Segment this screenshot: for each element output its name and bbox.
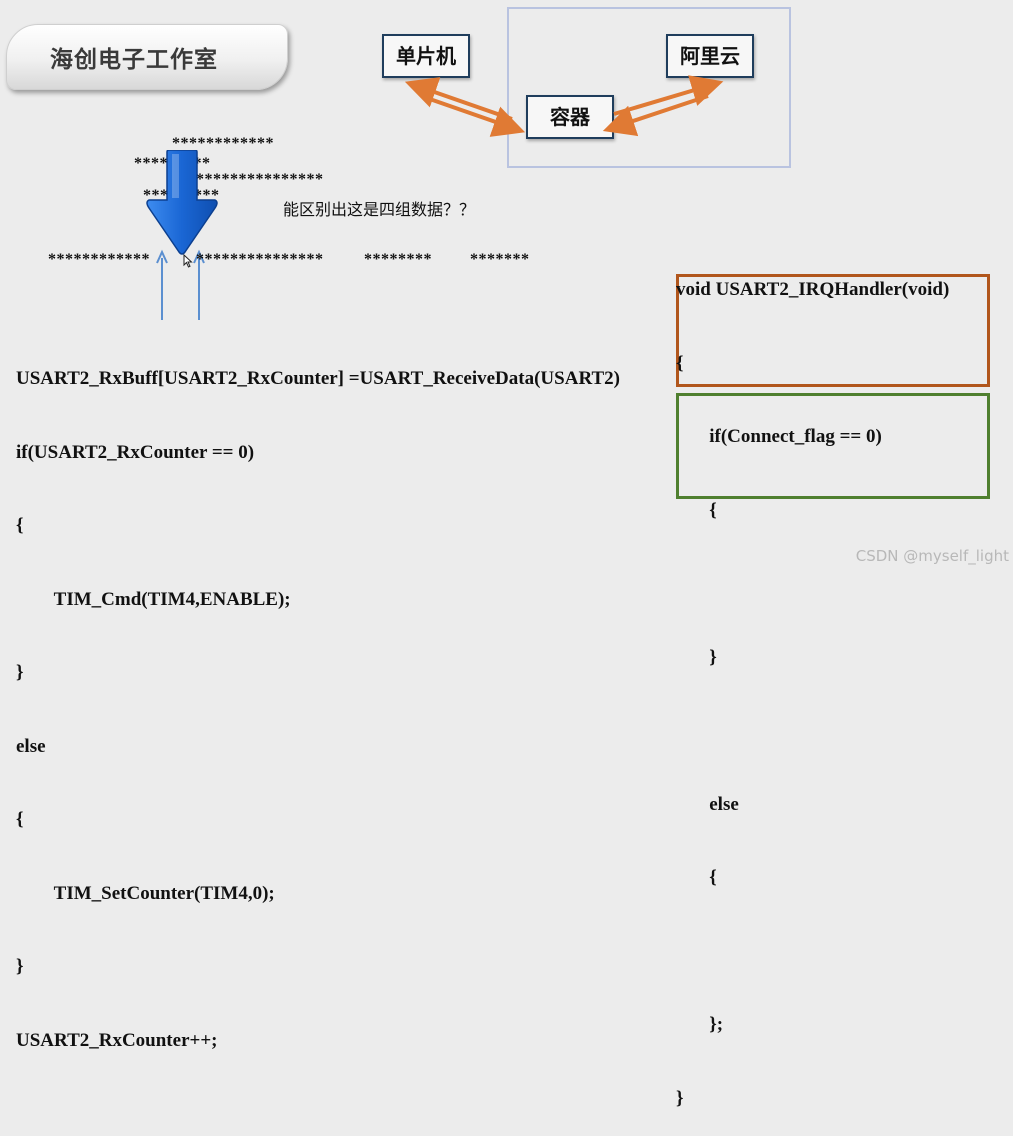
code-line: else <box>676 793 739 815</box>
code-line: { <box>16 515 24 536</box>
code-line: }; <box>676 1014 724 1035</box>
arrow-aliyun-to-container <box>602 94 709 137</box>
title-banner <box>6 24 288 90</box>
code-line: if(USART2_RxCounter == 0) <box>16 441 255 463</box>
code-line: TIM_SetCounter(TIM4,0); <box>16 882 275 904</box>
code-line: { <box>16 809 24 830</box>
stars-group-1: ************ <box>48 251 150 268</box>
container-frame <box>507 7 791 168</box>
code-block-left: USART2_RxBuff[USART2_RxCounter] =USART_R… <box>16 318 620 1078</box>
code-line: TIM_Cmd(TIM4,ENABLE); <box>16 588 291 610</box>
container-node: 容器 <box>526 95 614 139</box>
code-line <box>676 572 949 597</box>
code-line <box>676 940 949 965</box>
code-line: { <box>676 499 717 521</box>
question-text: 能区别出这是四组数据？？ <box>283 200 476 219</box>
stars-group-4: ******* <box>470 251 530 268</box>
small-up-arrow-right-head <box>193 249 205 264</box>
else-branch-box <box>676 393 990 499</box>
mouse-pointer-icon <box>183 254 193 268</box>
code-line: void USART2_IRQHandler(void) <box>676 279 950 300</box>
code-line: USART2_RxCounter++; <box>16 1029 218 1051</box>
code-line: { <box>676 352 684 374</box>
code-line: } <box>676 646 717 668</box>
stars-row-3: *************** <box>196 171 324 188</box>
code-line: } <box>16 662 24 683</box>
page-title: 海创电子工作室 <box>50 47 218 73</box>
code-line: } <box>16 956 24 977</box>
arrow-mcu-to-container <box>423 95 526 137</box>
diagram-arrows <box>156 75 724 320</box>
code-line: if(Connect_flag == 0) <box>676 426 882 447</box>
watermark: CSDN @myself_light <box>855 547 1009 565</box>
stars-row-1: ************ <box>172 135 274 152</box>
small-up-arrow-left-head <box>156 249 168 264</box>
code-line: USART2_RxBuff[USART2_RxCounter] =USART_R… <box>16 368 620 389</box>
code-line: else <box>16 735 46 757</box>
aliyun-node: 阿里云 <box>666 34 754 78</box>
stars-group-2: *************** <box>196 251 324 268</box>
mcu-node: 单片机 <box>382 34 470 78</box>
code-line: } <box>676 1087 684 1109</box>
code-line: { <box>676 867 717 888</box>
if-branch-box <box>676 274 990 387</box>
code-line <box>676 719 949 744</box>
down-arrow-icon <box>146 150 218 255</box>
arrow-container-to-mcu <box>404 77 513 121</box>
stars-group-3: ******** <box>364 251 432 268</box>
code-block-right: void USART2_IRQHandler(void) { if(Connec… <box>676 229 949 1136</box>
